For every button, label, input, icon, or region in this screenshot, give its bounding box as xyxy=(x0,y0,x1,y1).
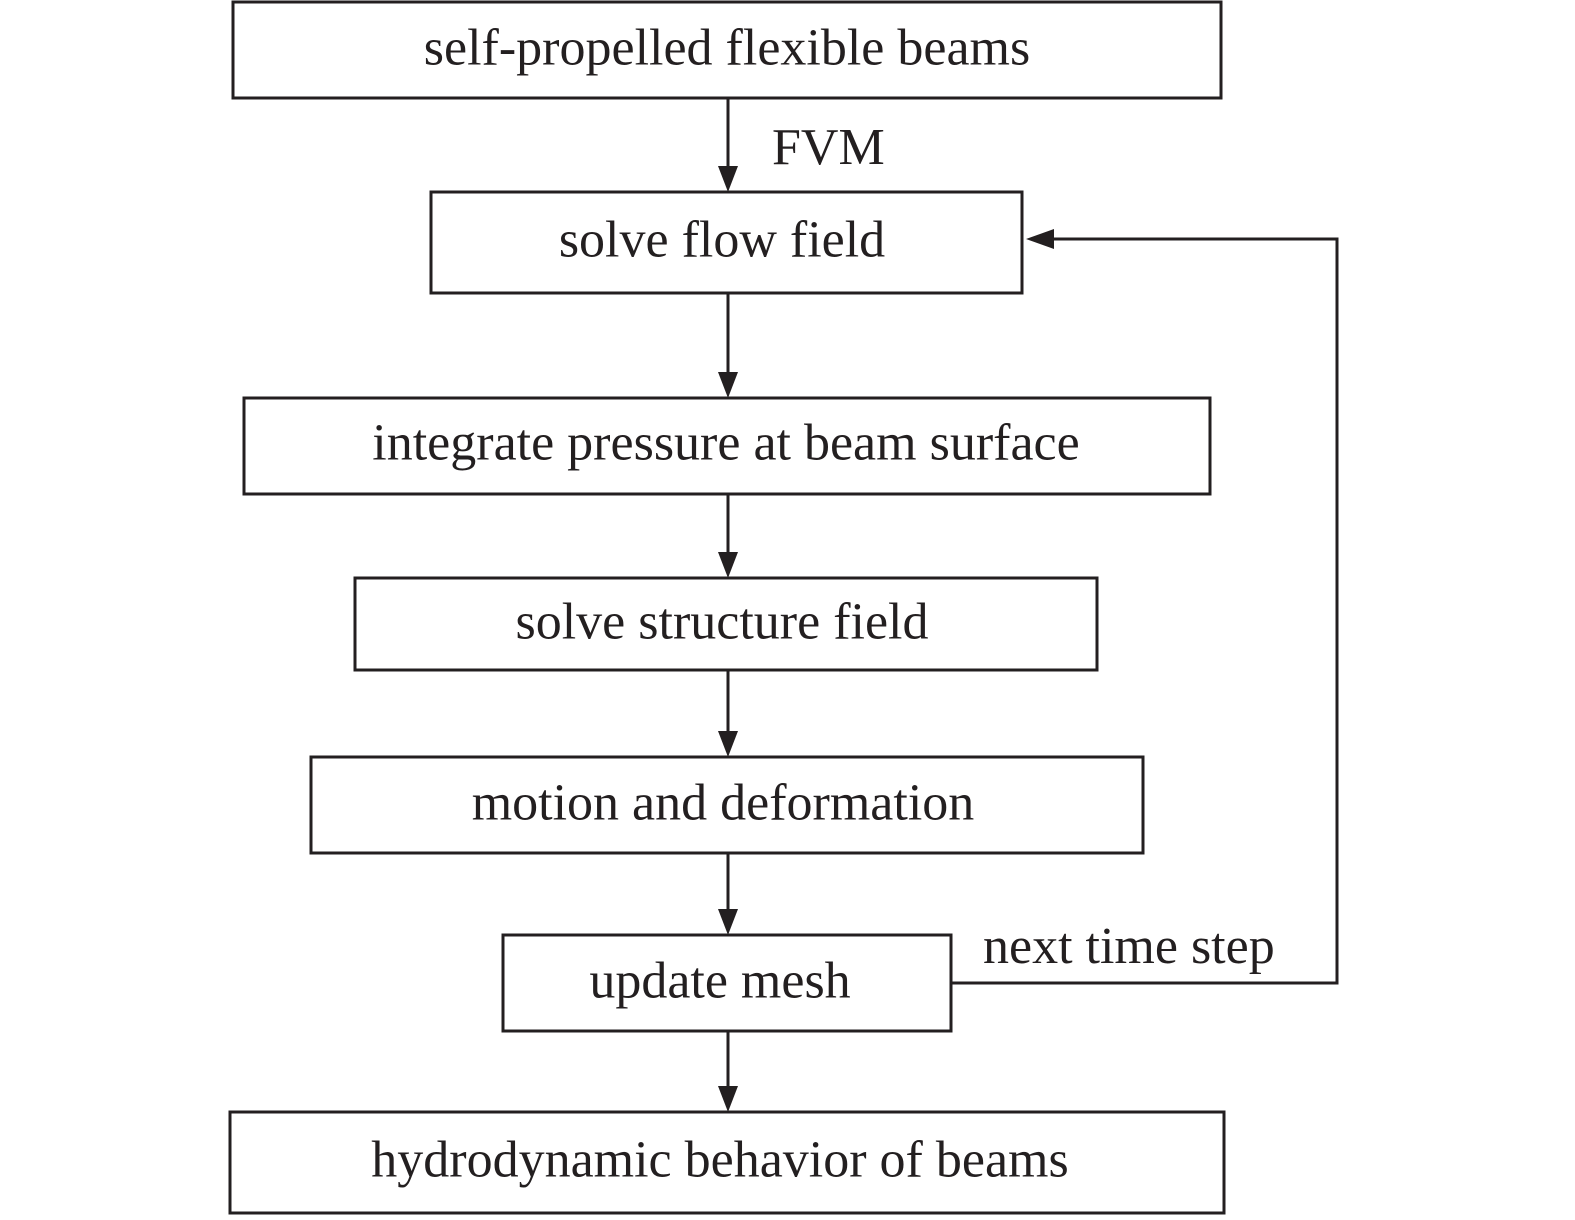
arrow-structure-to-motion xyxy=(718,670,738,757)
node-solve-structure-field: solve structure field xyxy=(353,576,1099,672)
node-label: solve flow field xyxy=(559,212,885,269)
node-solve-flow-field: solve flow field xyxy=(429,190,1024,295)
node-update-mesh: update mesh xyxy=(501,933,953,1033)
node-label: motion and deformation xyxy=(472,775,975,832)
arrow-motion-to-mesh xyxy=(718,853,738,935)
arrow-mesh-to-result xyxy=(718,1031,738,1112)
node-label: self-propelled flexible beams xyxy=(424,20,1030,77)
edge-label-fvm: FVM xyxy=(772,119,885,176)
node-hydrodynamic-behavior: hydrodynamic behavior of beams xyxy=(228,1110,1226,1215)
node-label: update mesh xyxy=(589,953,850,1010)
arrow-pressure-to-structure xyxy=(718,494,738,578)
arrow-start-to-flow xyxy=(718,98,738,192)
arrow-mesh-to-flow-loop xyxy=(951,229,1339,985)
node-label: integrate pressure at beam surface xyxy=(372,415,1079,472)
edge-label-next-time-step: next time step xyxy=(983,918,1275,975)
node-motion-and-deformation: motion and deformation xyxy=(309,755,1145,855)
arrow-flow-to-pressure xyxy=(718,293,738,398)
node-self-propelled-flexible-beams: self-propelled flexible beams xyxy=(231,0,1223,100)
node-label: hydrodynamic behavior of beams xyxy=(371,1132,1068,1189)
node-label: solve structure field xyxy=(516,594,929,651)
node-integrate-pressure: integrate pressure at beam surface xyxy=(242,396,1212,496)
